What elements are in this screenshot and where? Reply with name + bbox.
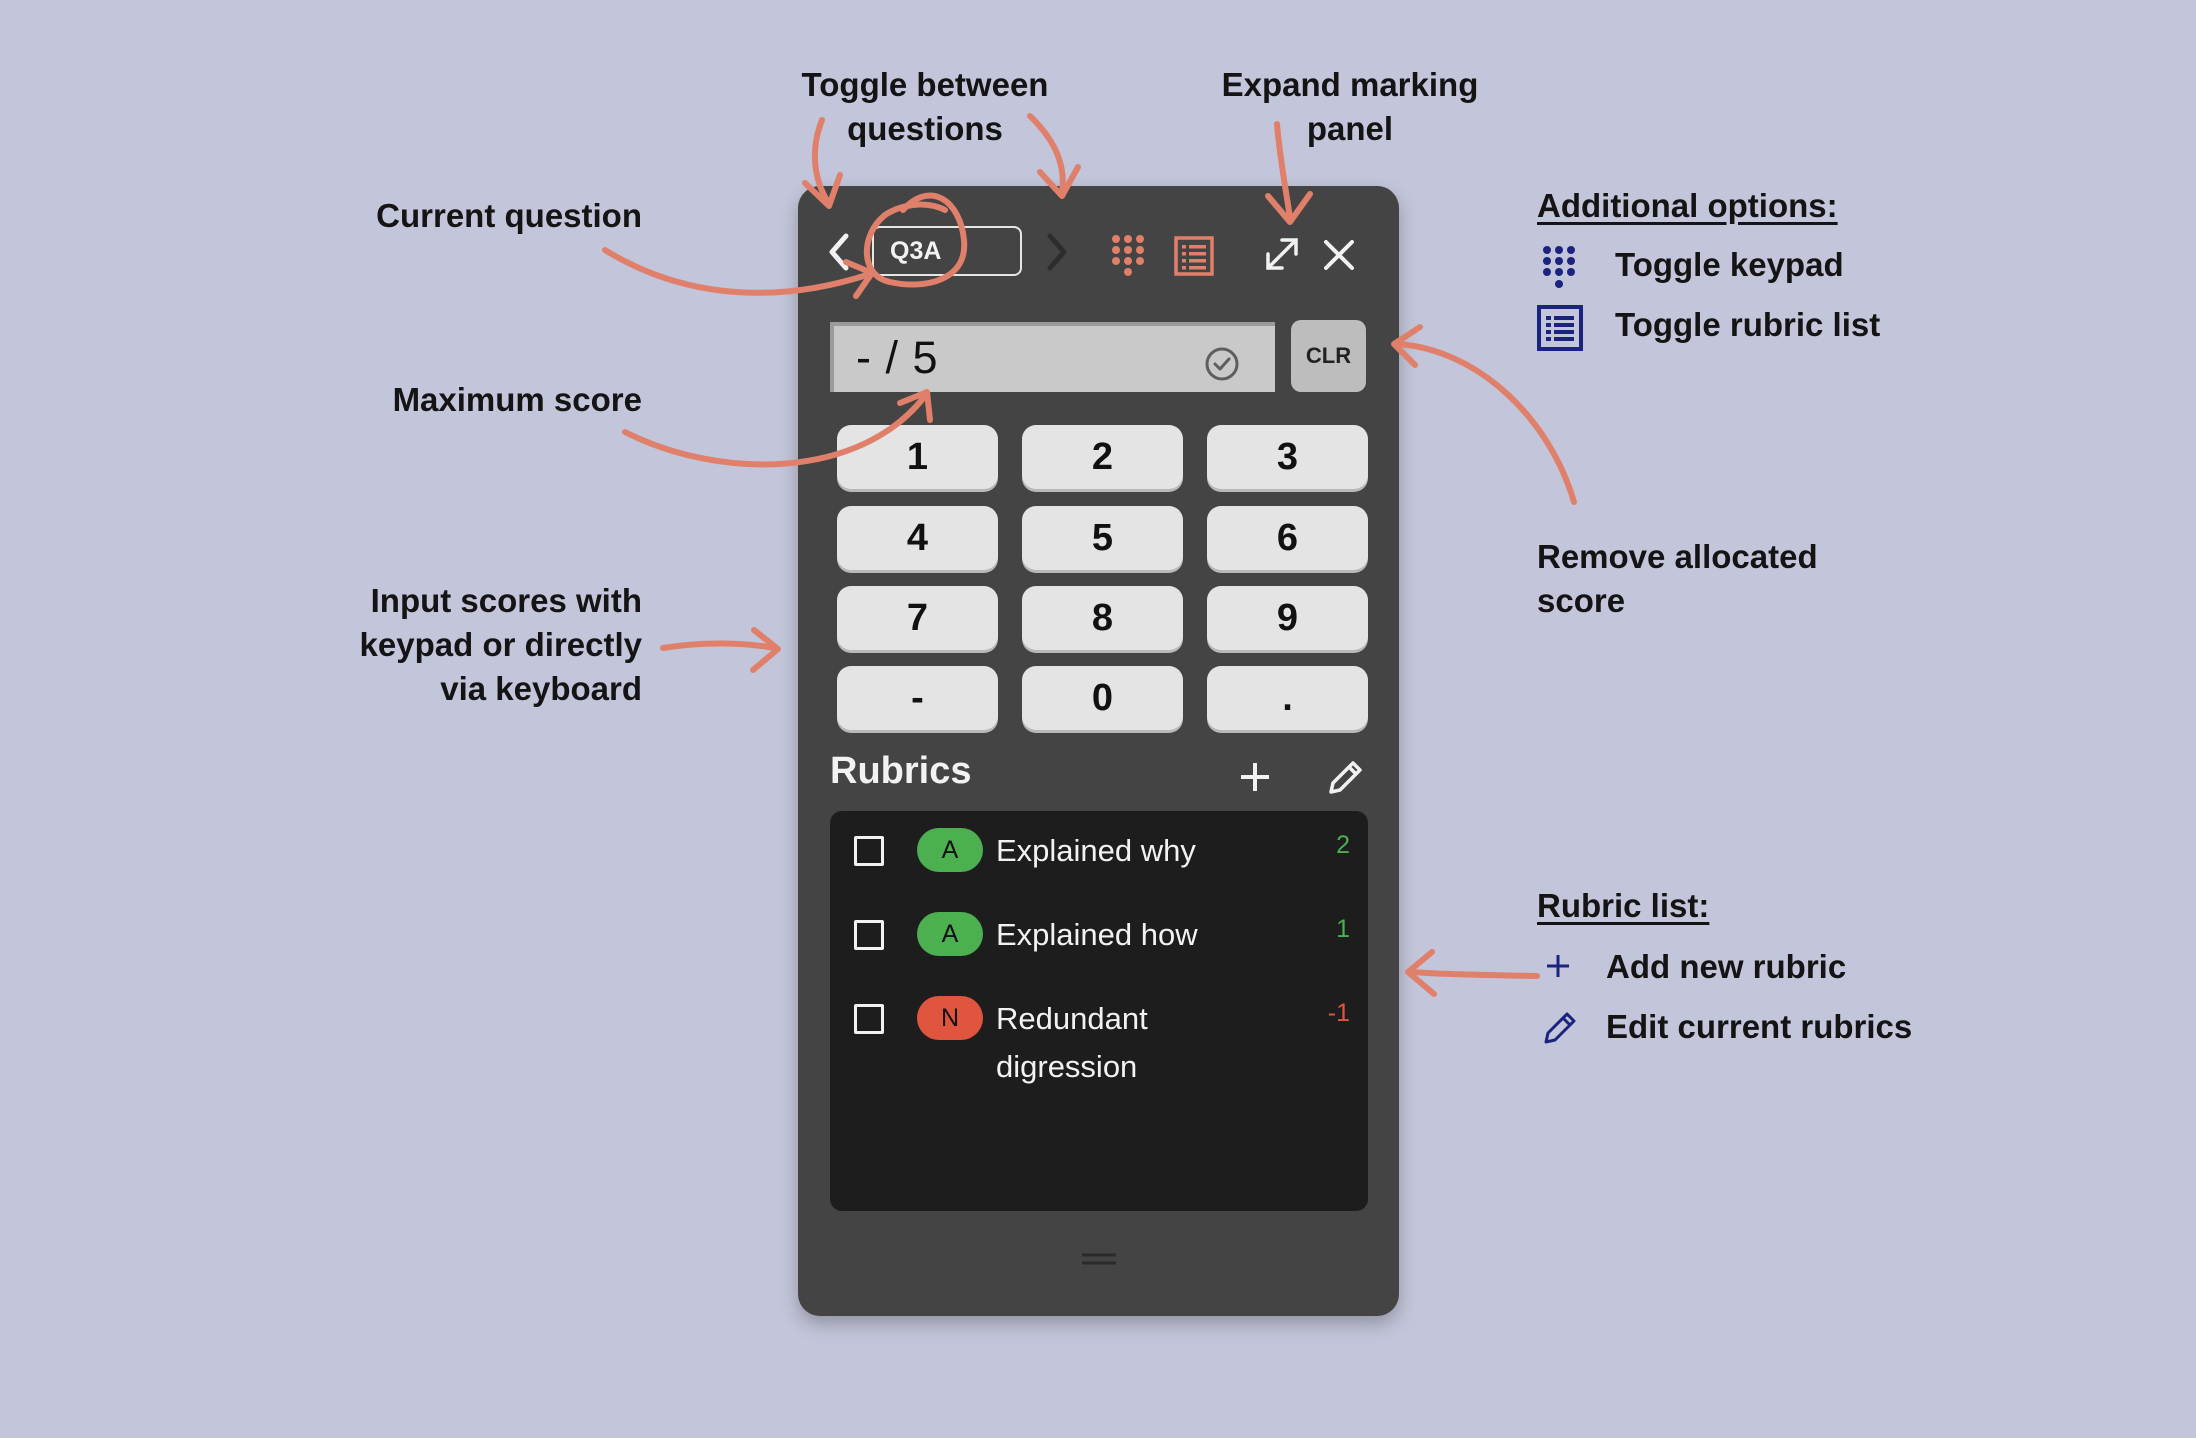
rubric-label: Explained why — [996, 833, 1196, 868]
key-5[interactable]: 5 — [1022, 506, 1183, 570]
plus-icon — [1547, 955, 1569, 977]
keypad-icon — [1543, 246, 1575, 288]
drag-handle[interactable] — [1082, 1252, 1116, 1266]
annotation-maximum-score: Maximum score — [392, 381, 642, 418]
rubric-list-icon — [1537, 305, 1583, 351]
legend-edit-rubrics: Edit current rubrics — [1606, 1008, 1913, 1045]
annotation-remove-score: Remove allocated score — [1537, 538, 1818, 619]
key-9[interactable]: 9 — [1207, 586, 1368, 650]
key-1[interactable]: 1 — [837, 425, 998, 489]
rubrics-title: Rubrics — [830, 750, 972, 792]
legend-rubric-heading: Rubric list: — [1537, 887, 1710, 924]
legend-toggle-keypad: Toggle keypad — [1615, 246, 1844, 283]
score-input[interactable]: - / 5 — [830, 322, 1275, 392]
rubric-checkbox[interactable] — [854, 920, 884, 950]
annotation-current-question: Current question — [376, 197, 642, 234]
check-circle-icon — [1205, 347, 1239, 381]
previous-question-button[interactable] — [824, 230, 854, 274]
legend-toggle-rubric-list: Toggle rubric list — [1615, 306, 1881, 343]
close-panel-button[interactable] — [1322, 238, 1356, 272]
toggle-rubric-list-button[interactable] — [1174, 236, 1214, 276]
next-question-button[interactable] — [1042, 230, 1072, 274]
key-minus[interactable]: - — [837, 666, 998, 730]
key-decimal[interactable]: . — [1207, 666, 1368, 730]
clear-score-button[interactable]: CLR — [1291, 320, 1366, 392]
key-2[interactable]: 2 — [1022, 425, 1183, 489]
rubric-badge: A — [917, 912, 983, 956]
toggle-keypad-button[interactable] — [1110, 234, 1146, 278]
rubric-score: -1 — [1327, 999, 1350, 1027]
annotation-input-scores: Input scores with keypad or directly via… — [359, 582, 642, 707]
annotation-toggle-questions: Toggle between questions — [801, 66, 1049, 147]
expand-panel-button[interactable] — [1264, 236, 1300, 272]
rubric-label: Explained how — [996, 917, 1198, 952]
add-rubric-button[interactable] — [1238, 760, 1272, 794]
legend-add-rubric: Add new rubric — [1606, 948, 1847, 985]
marking-panel: - / 5 CLR 1 2 3 4 5 6 7 8 9 - 0 . Rubric… — [798, 186, 1399, 1316]
score-text: - / 5 — [856, 332, 939, 383]
rubric-score: 1 — [1336, 915, 1350, 943]
rubric-list: A Explained why 2 A Explained how 1 N Re… — [830, 811, 1368, 1211]
edit-rubrics-button[interactable] — [1326, 757, 1366, 797]
rubric-badge: A — [917, 828, 983, 872]
legend-options-heading: Additional options: — [1537, 187, 1838, 224]
key-4[interactable]: 4 — [837, 506, 998, 570]
key-8[interactable]: 8 — [1022, 586, 1183, 650]
key-7[interactable]: 7 — [837, 586, 998, 650]
key-0[interactable]: 0 — [1022, 666, 1183, 730]
rubric-score: 2 — [1336, 831, 1350, 859]
key-3[interactable]: 3 — [1207, 425, 1368, 489]
pencil-icon — [1544, 1012, 1576, 1044]
rubric-badge: N — [917, 996, 983, 1040]
rubric-checkbox[interactable] — [854, 1004, 884, 1034]
annotation-expand-panel: Expand marking panel — [1221, 66, 1479, 147]
key-6[interactable]: 6 — [1207, 506, 1368, 570]
rubric-checkbox[interactable] — [854, 836, 884, 866]
rubric-label: Redundant digression — [996, 1001, 1148, 1084]
